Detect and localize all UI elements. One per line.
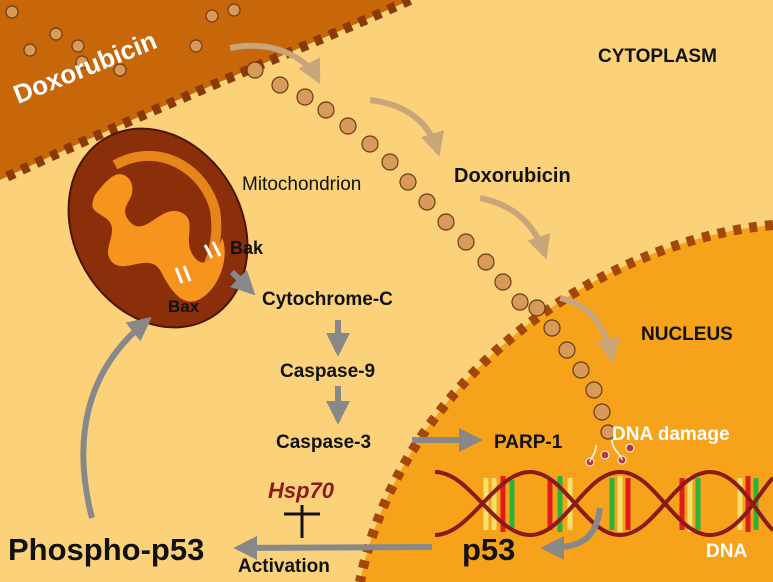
- p53-label: p53: [462, 532, 515, 567]
- bak-label: Bak: [230, 238, 264, 258]
- cytoplasm-drug-particles: [246, 61, 616, 440]
- dna-strand-1: [434, 469, 773, 538]
- hsp70-label: Hsp70: [268, 478, 335, 503]
- caspase-3-label: Caspase-3: [276, 432, 371, 453]
- cell-membrane: [0, 0, 410, 180]
- cell-membrane-dashes: [0, 0, 413, 185]
- dna-damage-label: DNA damage: [612, 424, 730, 445]
- pathway-arrows: [80, 269, 603, 560]
- dna-strand-2: [434, 469, 773, 538]
- nucleus-label: NUCLEUS: [641, 324, 733, 345]
- hsp70-inhibition: [284, 505, 320, 538]
- diffusion-arrows: [229, 42, 620, 363]
- dna-helix: [434, 439, 773, 538]
- mitochondrion-cristae: [92, 174, 225, 302]
- activation-label: Activation: [238, 556, 330, 577]
- caspase-9-label: Caspase-9: [280, 361, 375, 382]
- membrane-drug-particles: [5, 3, 241, 77]
- dna-label: DNA: [706, 541, 747, 562]
- doxorubicin-cytoplasm-label: Doxorubicin: [454, 165, 571, 187]
- mitochondrial-pores: [174, 241, 222, 284]
- bax-label: Bax: [168, 297, 200, 316]
- mitochondrion: [67, 127, 249, 329]
- dna-damage-marks: [585, 443, 635, 467]
- nuclear-membrane-dashes: [355, 220, 773, 582]
- cytoplasm-label: CYTOPLASM: [598, 46, 717, 67]
- parp-1-label: PARP-1: [494, 432, 563, 453]
- nucleus-region: [360, 225, 773, 582]
- mitochondrion-label: Mitochondrion: [242, 174, 361, 195]
- cytochrome-c-label: Cytochrome-C: [262, 289, 393, 310]
- phospho-p53-label: Phospho-p53: [8, 532, 204, 567]
